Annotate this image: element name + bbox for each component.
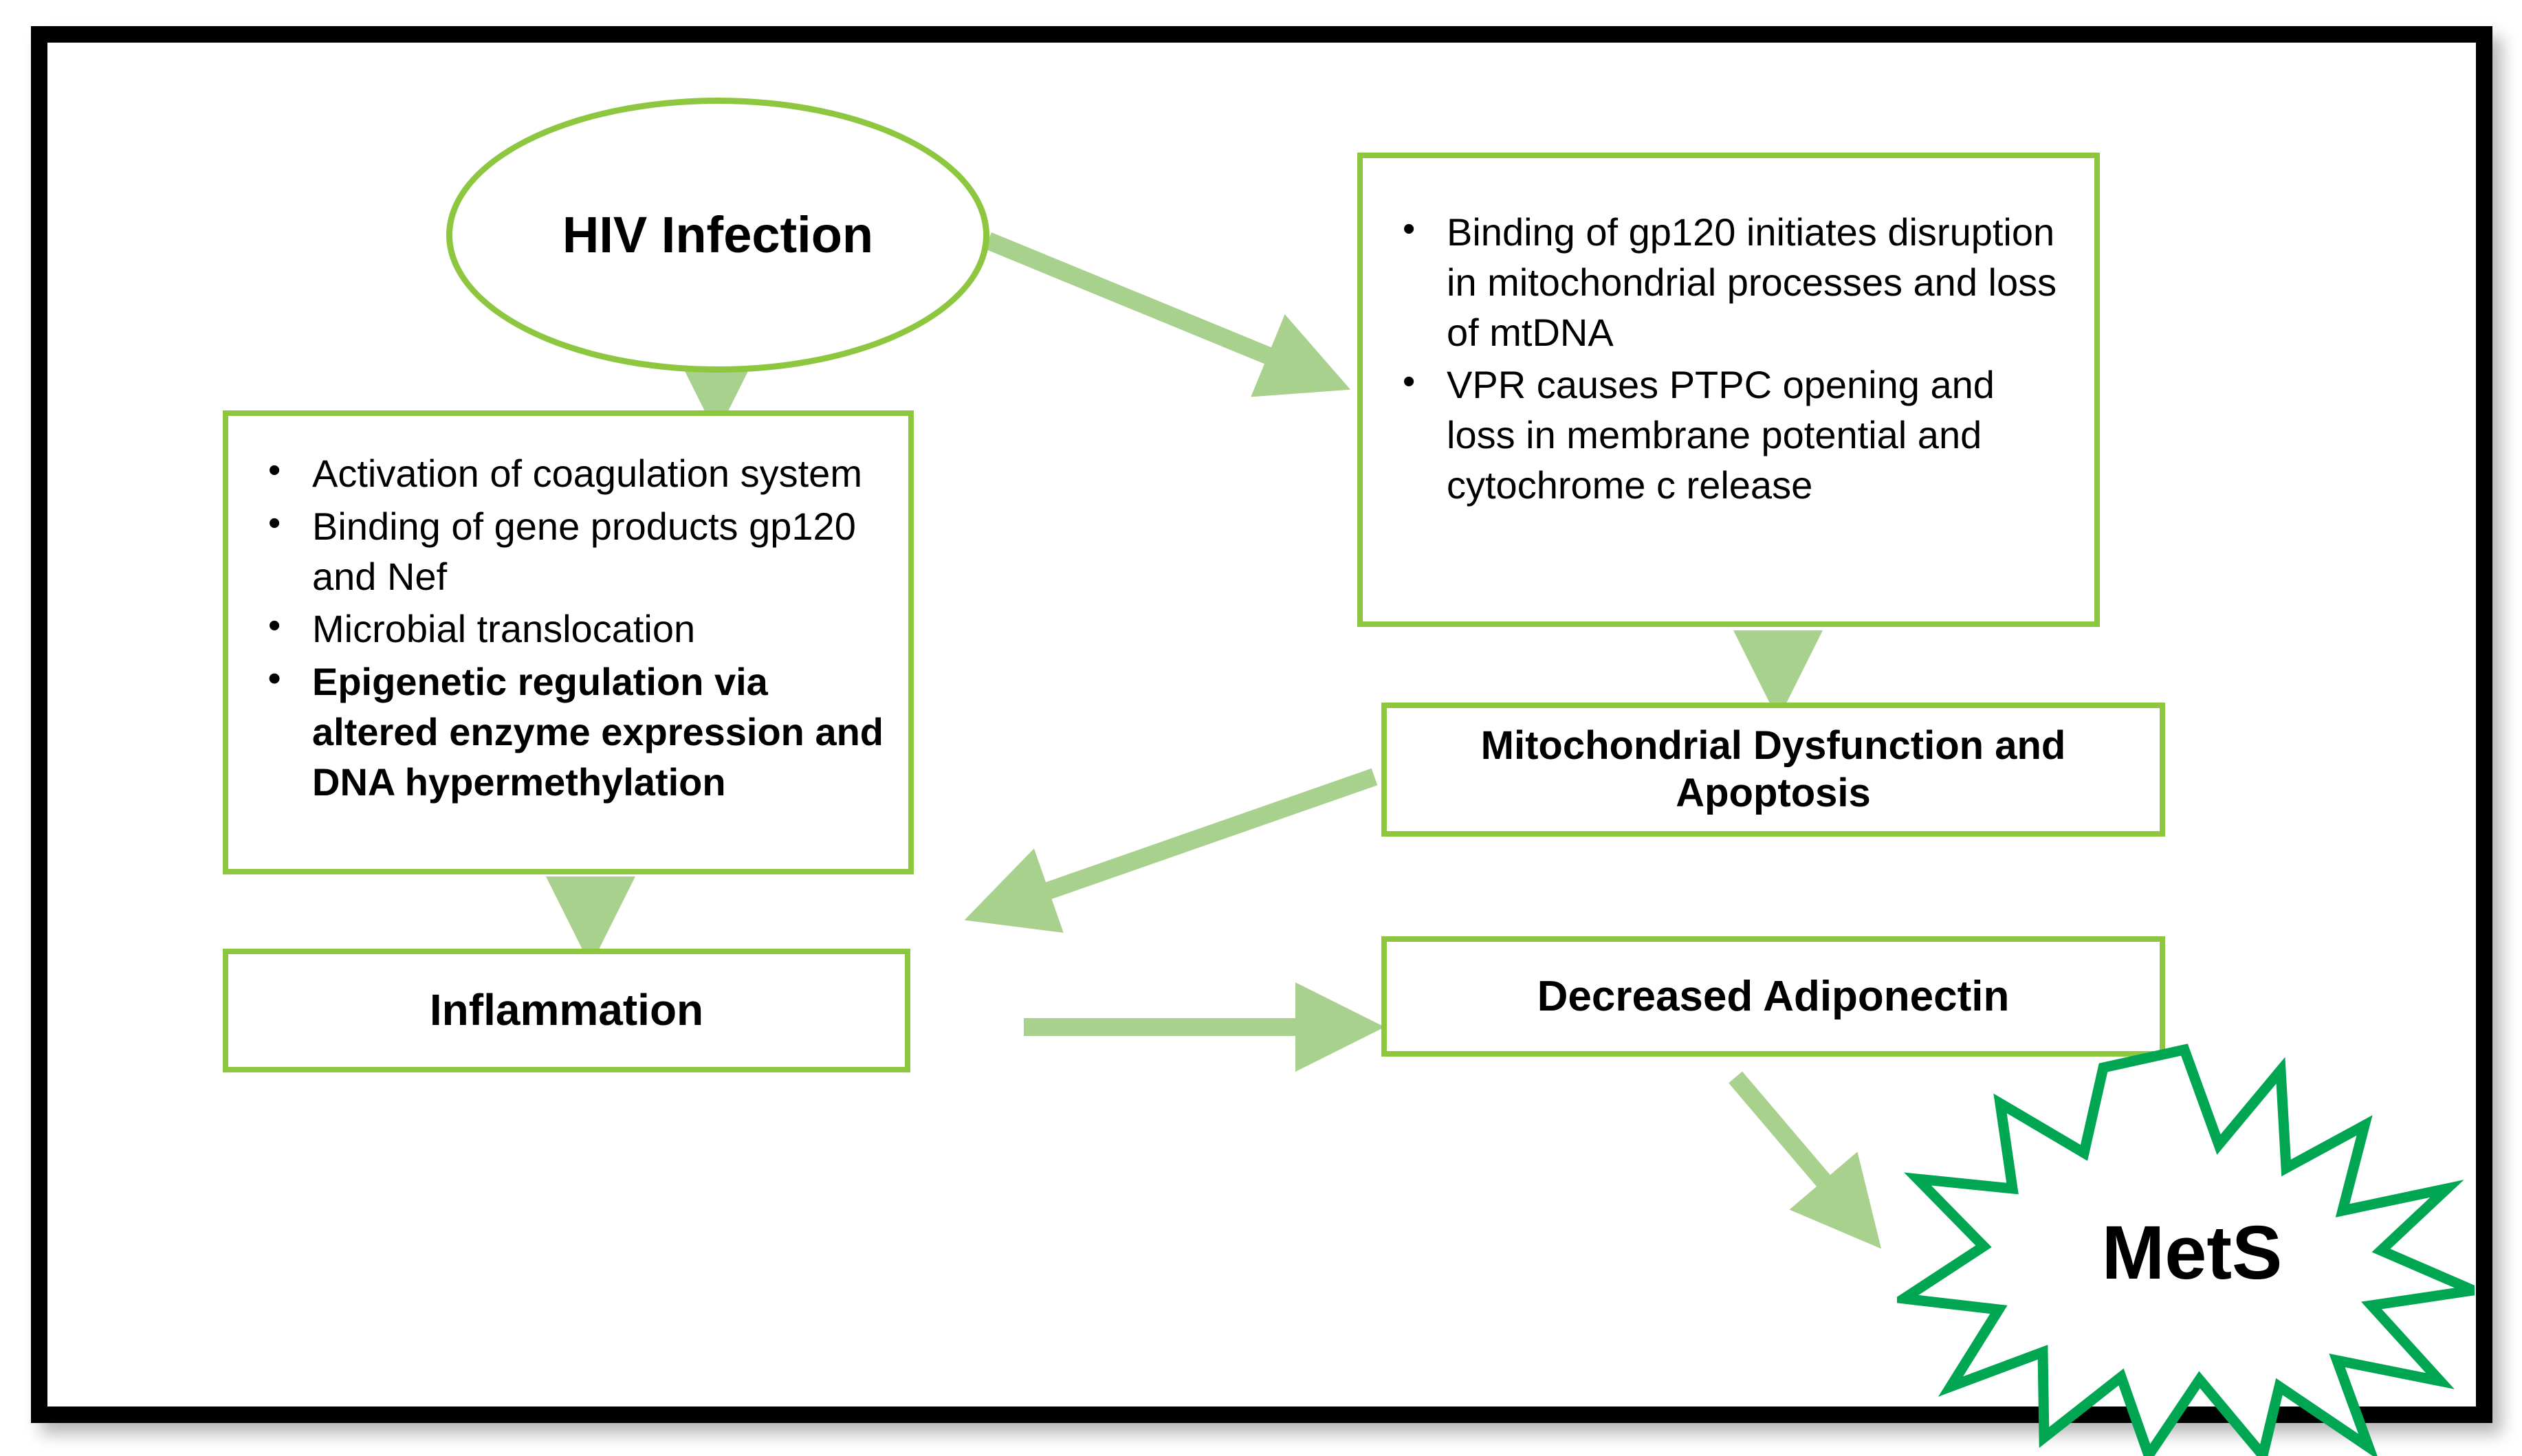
right-bullet-list: Binding of gp120 initiates disruption in… <box>1363 158 2094 511</box>
node-mitochondrial-dysfunction[interactable]: Mitochondrial Dysfunction and Apoptosis <box>1381 703 2165 837</box>
node-right-bullet-box[interactable]: Binding of gp120 initiates disruption in… <box>1357 153 2100 627</box>
node-inflammation[interactable]: Inflammation <box>223 949 910 1072</box>
list-item: VPR causes PTPC opening and loss in memb… <box>1393 359 2074 510</box>
node-mitochondrial-dysfunction-label: Mitochondrial Dysfunction and Apoptosis <box>1480 723 2066 815</box>
node-left-bullet-box[interactable]: Activation of coagulation system Binding… <box>223 410 914 874</box>
list-item: Epigenetic regulation via altered enzyme… <box>259 656 885 807</box>
list-item: Activation of coagulation system <box>259 448 885 499</box>
node-hiv-infection[interactable]: HIV Infection <box>446 98 989 373</box>
node-inflammation-label: Inflammation <box>429 985 704 1035</box>
arrow-hiv-to-right-box <box>985 232 1351 397</box>
left-bullet-list: Activation of coagulation system Binding… <box>228 416 908 808</box>
arrow-adiponectin-to-mets <box>1729 1071 1882 1249</box>
outer-frame: HIV Infection Activation of coagulation … <box>31 26 2492 1456</box>
arrow-mitochondrial-to-inflammation <box>964 768 1378 933</box>
list-item: Binding of gp120 initiates disruption in… <box>1393 206 2074 357</box>
node-mets-starburst[interactable]: MetS <box>1897 1043 2475 1456</box>
node-mets-label: MetS <box>2101 1210 2283 1295</box>
list-item: Binding of gene products gp120 and Nef <box>259 500 885 602</box>
node-decreased-adiponectin[interactable]: Decreased Adiponectin <box>1381 936 2165 1057</box>
list-item: Microbial translocation <box>259 603 885 654</box>
node-hiv-infection-label: HIV Infection <box>562 206 874 264</box>
starburst-icon <box>1897 1044 2475 1456</box>
node-decreased-adiponectin-label: Decreased Adiponectin <box>1537 972 2010 1020</box>
